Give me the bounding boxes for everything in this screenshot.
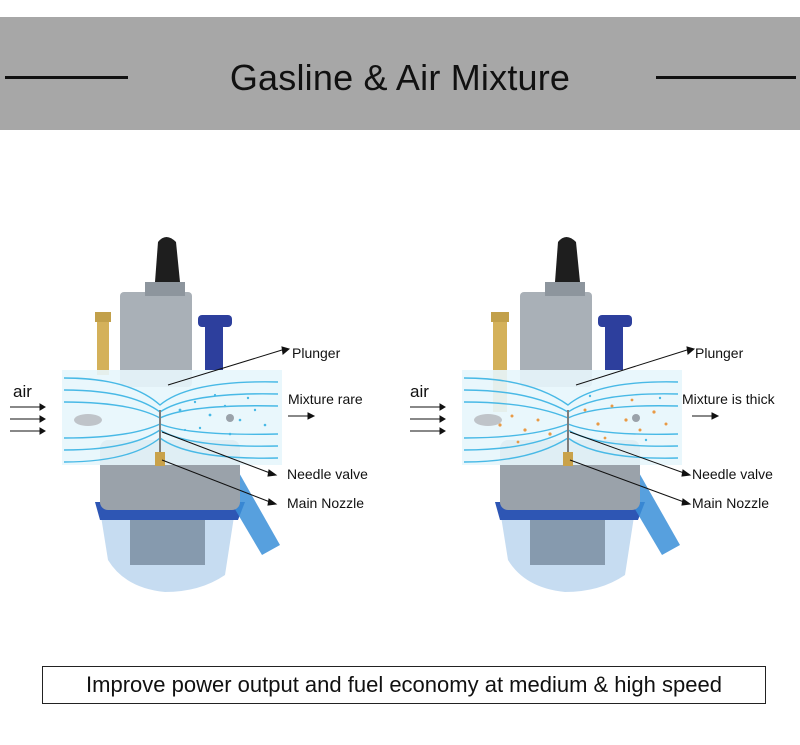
main-nozzle [155, 452, 165, 466]
main-nozzle-label: Main Nozzle [692, 495, 770, 511]
mixture-label: Mixture rare [288, 391, 363, 407]
main-nozzle-label: Main Nozzle [287, 495, 365, 511]
caption-box: Improve power output and fuel economy at… [42, 666, 766, 704]
needle-valve-label: Needle valve [287, 466, 368, 482]
plunger-label: Plunger [695, 345, 744, 361]
top-cap [155, 237, 180, 282]
header-rule-right [656, 76, 796, 79]
nozzle-leader [569, 459, 685, 503]
carburetor-illustration [10, 237, 316, 592]
fuel-droplets [498, 398, 668, 444]
plunger-leader [167, 349, 283, 386]
header-rule-left [5, 76, 128, 79]
choke-lever [97, 320, 109, 375]
air-inlet-arrows [410, 403, 446, 435]
fuel-droplets [178, 393, 267, 436]
main-nozzle [563, 452, 573, 466]
plunger-label: Plunger [292, 345, 341, 361]
air-label: air [410, 382, 429, 401]
nozzle-leader [161, 459, 271, 503]
plunger-leader [575, 349, 688, 386]
throttle-disc [474, 414, 502, 426]
needle-leader [569, 431, 685, 474]
air-label: air [13, 382, 32, 401]
idle-screw [205, 325, 223, 370]
carburetor-diagram-rich: air Plunger Mixture is thick Needle valv… [400, 220, 800, 600]
caption-text: Improve power output and fuel economy at… [86, 672, 722, 697]
plunger-tower [520, 292, 592, 387]
header-banner: Gasline & Air Mixture [0, 17, 800, 130]
plunger-tower [120, 292, 192, 387]
top-cap [555, 237, 580, 282]
carburetor-diagram-lean: air Plunger Mixture rare Needle valve Ma… [0, 220, 400, 600]
idle-screw [605, 325, 623, 370]
throttle-disc [74, 414, 102, 426]
needle-leader [161, 431, 271, 474]
air-inlet-arrows [10, 403, 46, 435]
mixture-label: Mixture is thick [682, 391, 775, 407]
needle-valve-label: Needle valve [692, 466, 773, 482]
page-title: Gasline & Air Mixture [229, 57, 571, 98]
carburetor-illustration [410, 237, 720, 592]
